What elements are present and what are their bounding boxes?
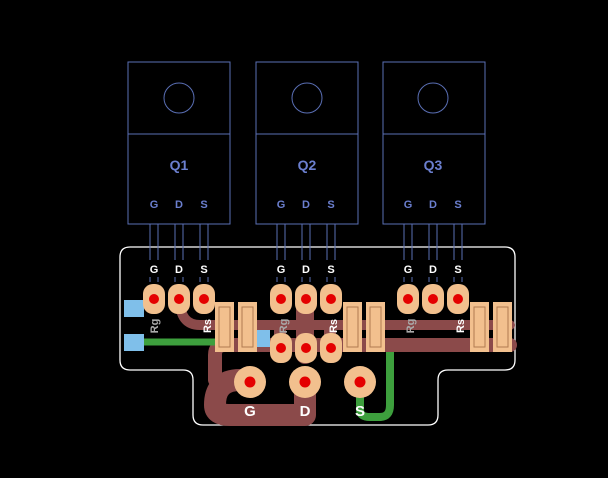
mounting-hole [291, 82, 323, 114]
rg-label: Rg [278, 319, 290, 334]
connector-pads [234, 366, 376, 398]
smd-resistor-inner [218, 306, 509, 348]
transistor-q1: Q1 G D S [127, 61, 231, 282]
board-label-d: D [302, 264, 310, 276]
pin-label-d: D [302, 199, 310, 211]
rs-label: Rs [455, 319, 467, 333]
pin-label-d: D [429, 199, 437, 211]
rs-label: Rs [328, 319, 340, 333]
bus-pads [270, 333, 342, 363]
rg-label: Rg [149, 319, 161, 334]
green-traces [135, 338, 394, 421]
rs-label: Rs [202, 319, 214, 333]
pin-label-s: S [200, 199, 207, 211]
mounting-hole [163, 82, 195, 114]
pin-label-s: S [454, 199, 461, 211]
board-label-d: D [175, 264, 183, 276]
board-label-g: G [277, 264, 286, 276]
connector-label-g: G [244, 403, 256, 420]
board-outline [119, 246, 516, 426]
connector-label-d: D [300, 403, 311, 420]
transistor-label: Q1 [170, 157, 189, 173]
edge-pads [124, 300, 270, 351]
connector-label-s: S [355, 403, 365, 420]
board-label-s: S [454, 264, 461, 276]
transistor-label: Q2 [298, 157, 317, 173]
pin-label-g: G [404, 199, 413, 211]
board-label-g: G [150, 264, 159, 276]
board-label-s: S [327, 264, 334, 276]
smd-resistors [215, 302, 512, 352]
pin-label-g: G [150, 199, 159, 211]
resistor-labels: Rg Rs Rg Rs Rg Rs [149, 319, 467, 334]
connector-labels: G D S [244, 403, 365, 420]
pin-label-g: G [277, 199, 286, 211]
board-label-d: D [429, 264, 437, 276]
board-pin-labels: G D S G D S G D S [146, 260, 466, 277]
rg-label: Rg [405, 319, 417, 334]
pin-label-s: S [327, 199, 334, 211]
mounting-hole [417, 82, 449, 114]
transistor-q3: Q3 G D S [382, 61, 486, 282]
pin-label-d: D [175, 199, 183, 211]
transistor-pads [143, 284, 469, 314]
transistor-q2: Q2 G D S [255, 61, 359, 282]
board-label-s: S [200, 264, 207, 276]
board-label-g: G [404, 264, 413, 276]
transistor-label: Q3 [424, 157, 443, 173]
